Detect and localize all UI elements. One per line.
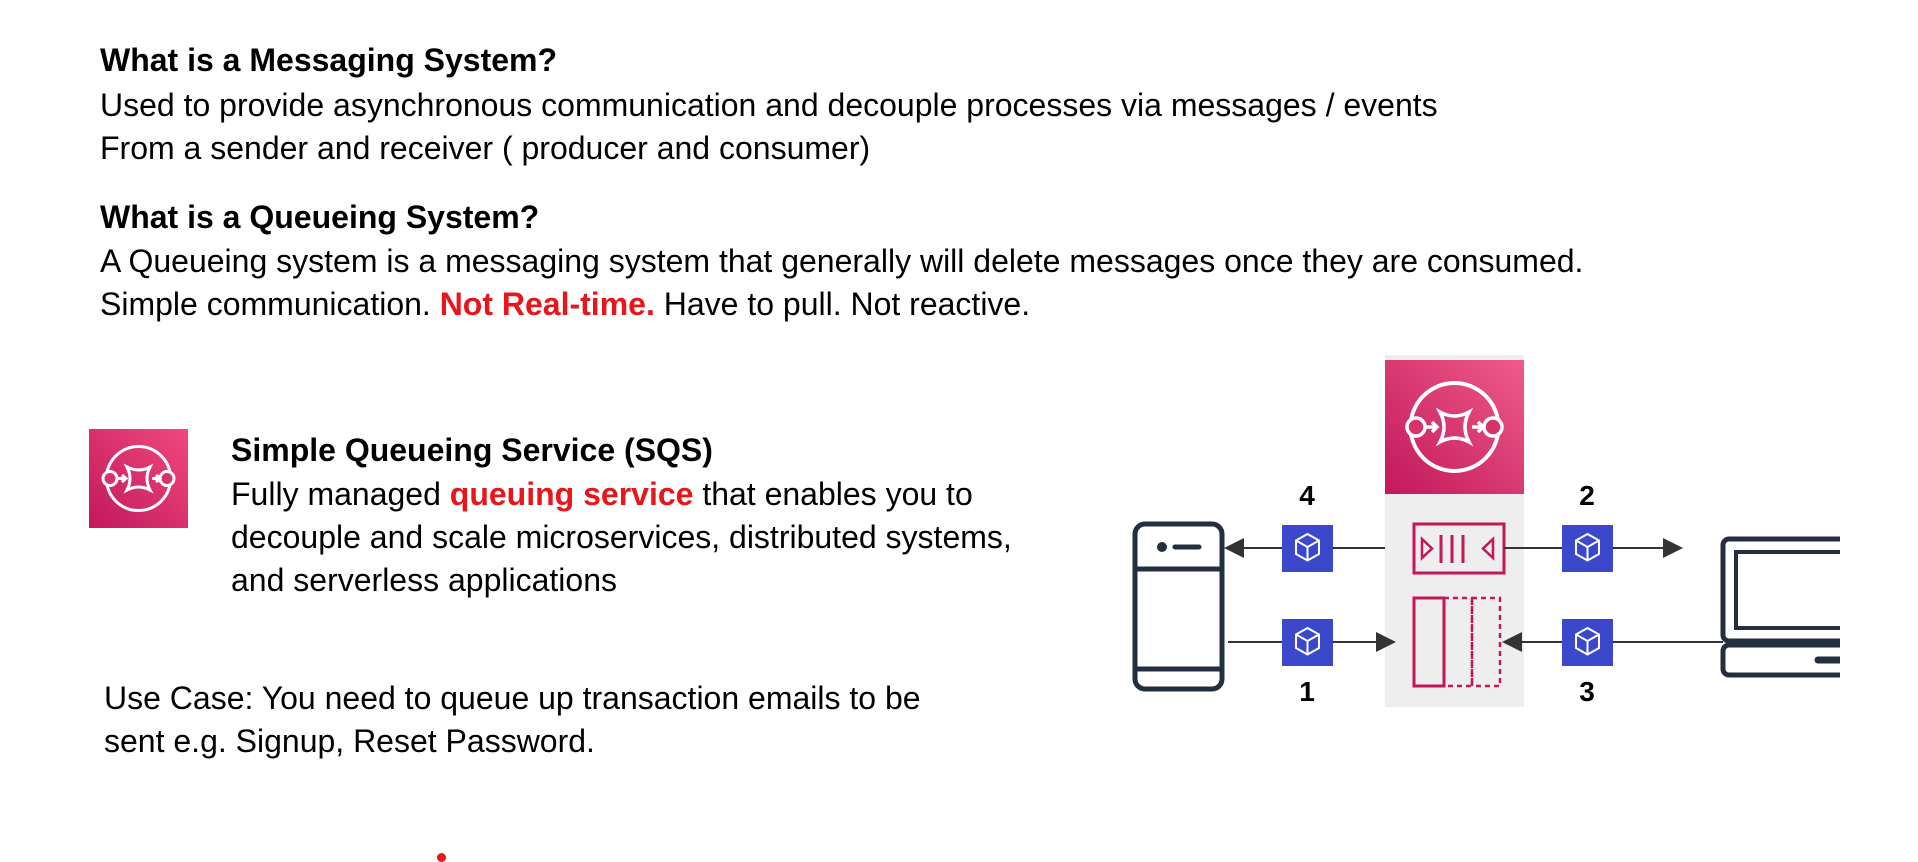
messaging-heading: What is a Messaging System?	[100, 42, 558, 78]
sqs-line-1-text: Fully managed	[231, 476, 450, 512]
sqs-line-2: decouple and scale microservices, distri…	[231, 519, 1012, 555]
queueing-line-2-text: Simple communication.	[100, 286, 440, 322]
sqs-logo-icon	[89, 429, 188, 528]
not-real-time-highlight: Not Real-time.	[439, 286, 655, 322]
queuing-service-highlight: queuing service	[449, 476, 694, 512]
sqs-line-1: Fully managed queuing service that enabl…	[231, 474, 973, 514]
sqs-line-3: and serverless applications	[231, 562, 617, 598]
message-cube-icon	[1282, 525, 1333, 572]
message-cube-icon	[1562, 619, 1613, 666]
use-case-line-2: sent e.g. Signup, Reset Password.	[104, 723, 595, 759]
step-label-3: 3	[1579, 676, 1595, 707]
queueing-heading: What is a Queueing System?	[100, 199, 540, 235]
queueing-line-2: Simple communication. Not Real-time. Hav…	[100, 284, 1030, 324]
step-label-4: 4	[1299, 480, 1315, 511]
messaging-line-1: Used to provide asynchronous communicati…	[100, 87, 1438, 123]
message-cube-icon	[1562, 525, 1613, 572]
mobile-phone-icon	[1132, 521, 1225, 692]
red-dot-decoration	[437, 853, 446, 862]
step-label-2: 2	[1579, 480, 1595, 511]
laptop-icon	[1720, 536, 1840, 678]
sqs-flow-diagram: 4 2 1 3	[1132, 355, 1840, 707]
sqs-title: Simple Queueing Service (SQS)	[231, 432, 713, 468]
step-label-1: 1	[1299, 676, 1315, 707]
messaging-line-2: From a sender and receiver ( producer an…	[100, 130, 871, 166]
queue-input-icon	[1412, 596, 1502, 688]
sqs-icon	[1385, 360, 1524, 494]
queueing-line-2-rest: Have to pull. Not reactive.	[654, 286, 1031, 322]
queueing-line-1: A Queueing system is a messaging system …	[100, 243, 1584, 279]
use-case-line-1: Use Case: You need to queue up transacti…	[104, 680, 921, 716]
queue-output-icon	[1412, 522, 1506, 575]
message-cube-icon	[1282, 619, 1333, 666]
sqs-line-1-rest: that enables you to	[693, 476, 973, 512]
